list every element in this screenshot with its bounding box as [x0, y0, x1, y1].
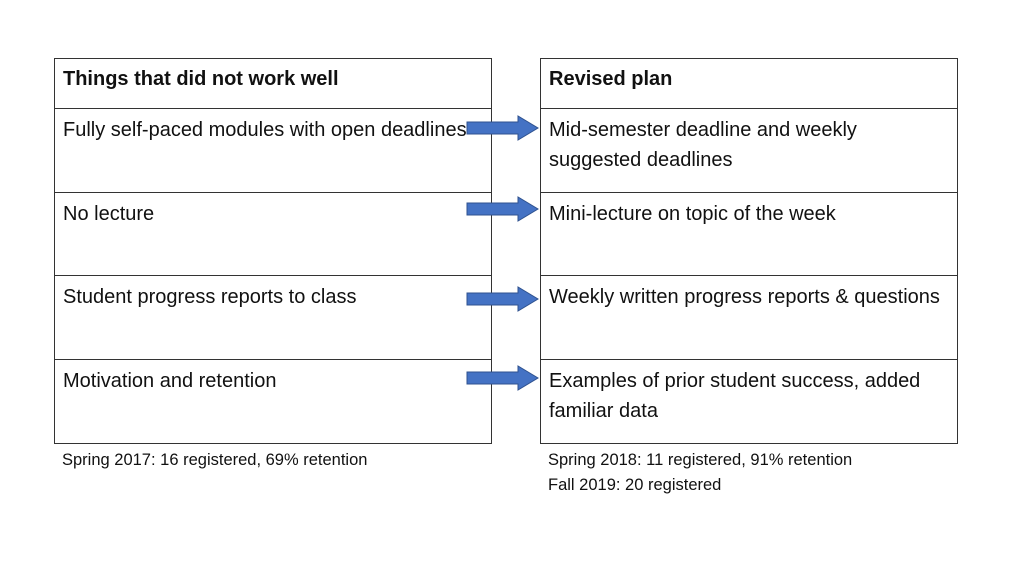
- revised-plan-table: Revised plan Mid-semester deadline and w…: [540, 58, 958, 444]
- fall-2019-note: Fall 2019: 20 registered: [548, 476, 722, 494]
- spring-2017-note: Spring 2017: 16 registered, 69% retentio…: [62, 451, 368, 469]
- problems-table: Things that did not work well Fully self…: [54, 58, 492, 444]
- right-arrow-icon: [466, 365, 539, 391]
- plan-row: Weekly written progress reports & questi…: [541, 275, 957, 359]
- plan-row: Mid-semester deadline and weekly suggest…: [541, 108, 957, 192]
- problem-row: Student progress reports to class: [55, 275, 491, 359]
- problem-row: Fully self-paced modules with open deadl…: [55, 108, 491, 192]
- right-arrow-icon: [466, 196, 539, 222]
- plan-row: Mini-lecture on topic of the week: [541, 192, 957, 275]
- spring-2018-note: Spring 2018: 11 registered, 91% retentio…: [548, 451, 853, 469]
- problem-row: Motivation and retention: [55, 359, 491, 443]
- right-arrow-icon: [466, 115, 539, 141]
- right-arrow-icon: [466, 286, 539, 312]
- problems-header: Things that did not work well: [63, 68, 339, 90]
- problem-row: No lecture: [55, 192, 491, 275]
- plan-row: Examples of prior student success, added…: [541, 359, 957, 443]
- revised-plan-header: Revised plan: [549, 68, 673, 90]
- enrollment-notes: Spring 2018: 11 registered, 91% retentio…: [548, 448, 852, 498]
